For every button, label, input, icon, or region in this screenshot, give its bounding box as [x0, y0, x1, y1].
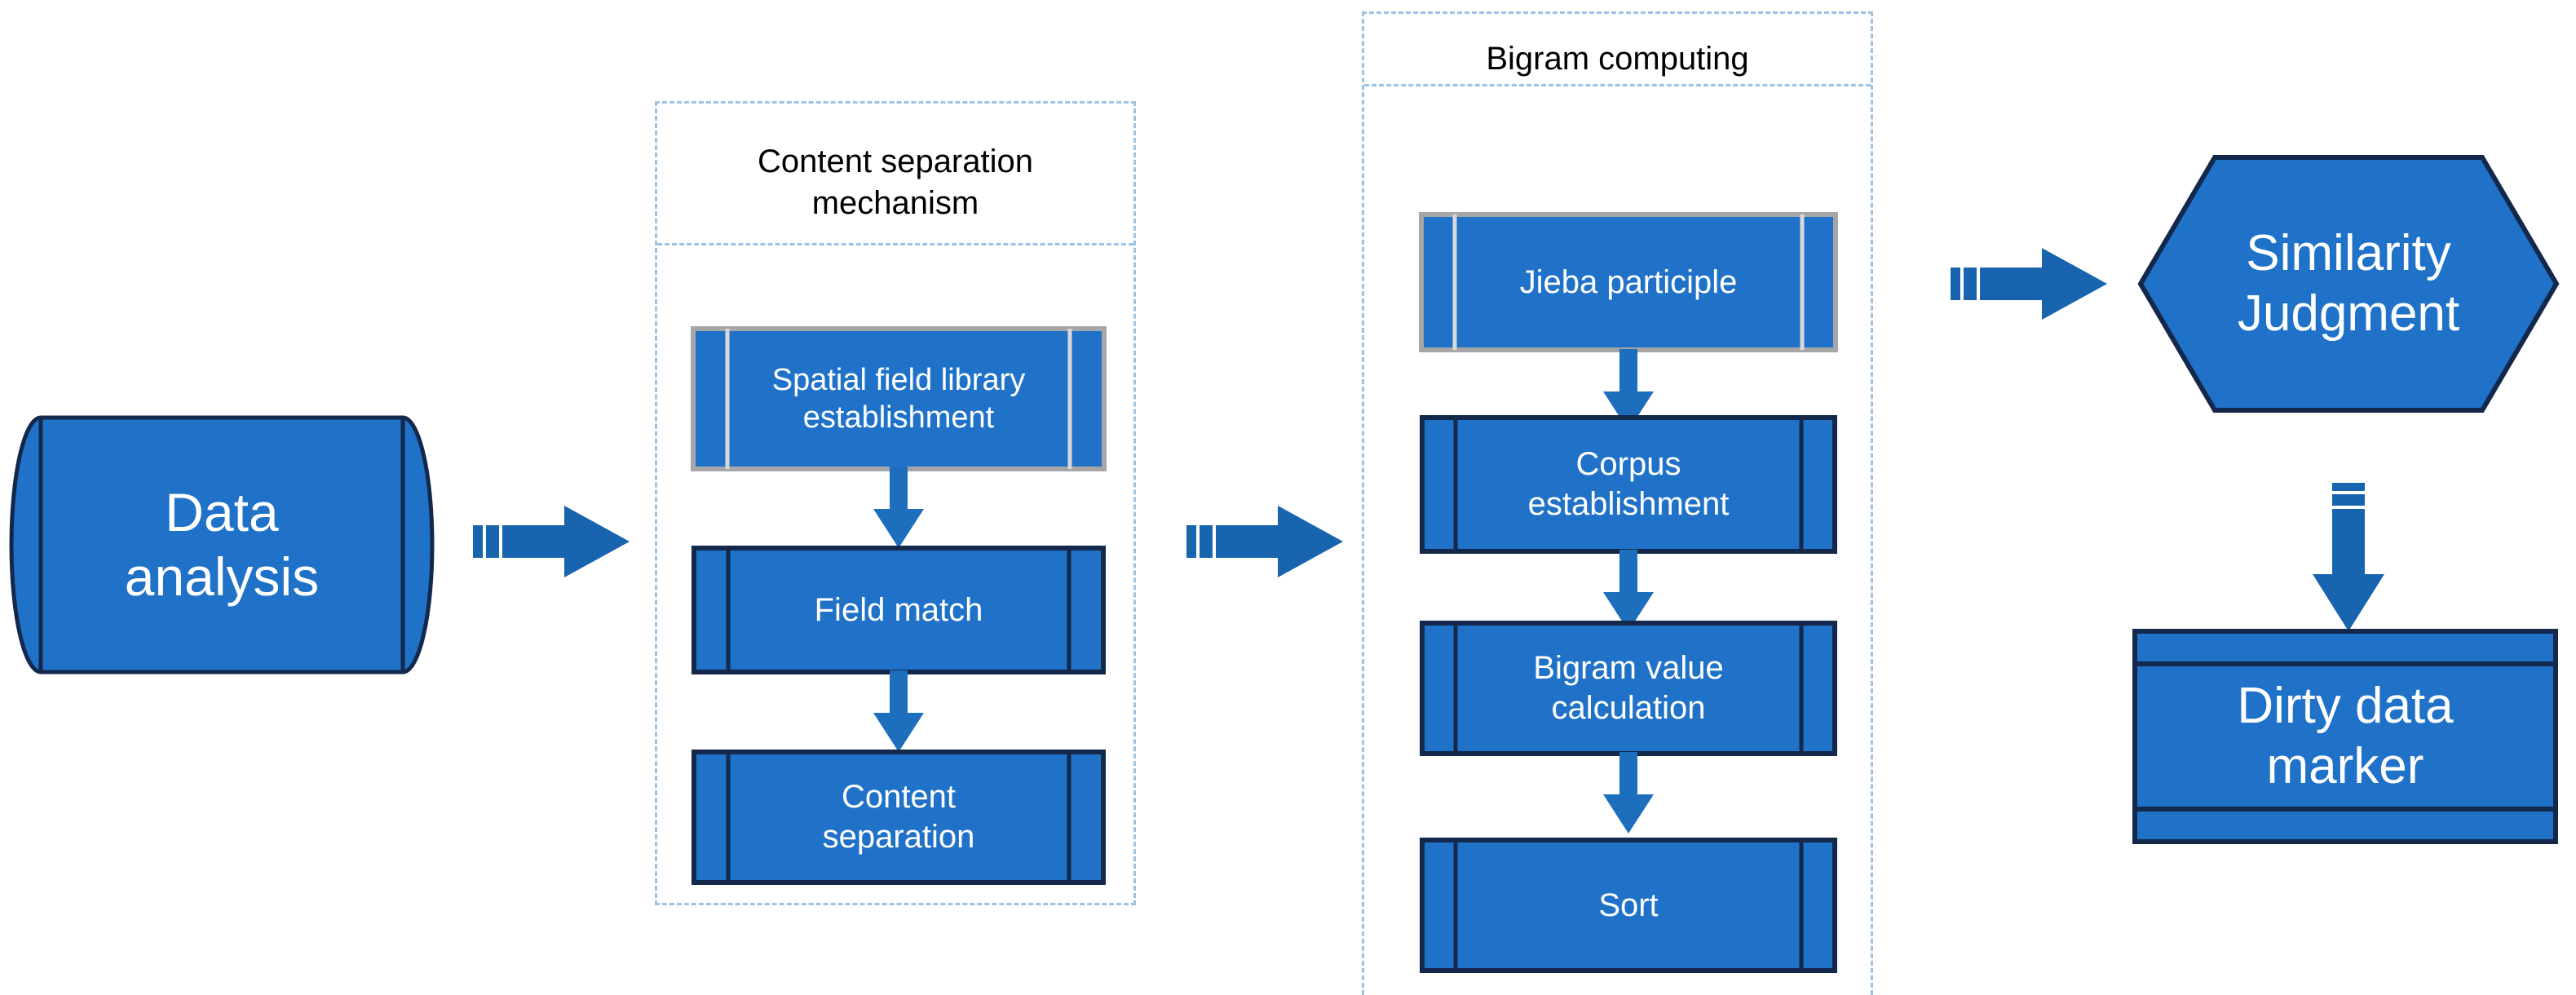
group-content-separation-mechanism-title: Content separation mechanism — [757, 144, 1033, 222]
arrow-bigram-value-to-sort — [1590, 752, 1667, 835]
node-data-analysis[interactable]: Data analysis — [9, 414, 435, 675]
block-arrow-content-separation-to-bigram — [1186, 502, 1346, 581]
block-arrow-bigram-to-similarity-judgment — [1951, 245, 2110, 323]
arrow-jieba-to-corpus — [1590, 349, 1667, 432]
arrow-corpus-to-bigram-value — [1590, 550, 1667, 633]
group-content-separation-mechanism-divider — [657, 243, 1133, 245]
group-content-separation-mechanism: Content separation mechanism — [655, 101, 1136, 905]
block-arrow-similarity-judgment-to-dirty-data-marker — [2308, 483, 2389, 635]
node-spatial-field-library[interactable]: Spatial field library establishment — [691, 326, 1107, 471]
block-arrow-data-analysis-to-content-separation — [473, 502, 633, 581]
node-bigram-value-calculation[interactable]: Bigram value calculation — [1419, 620, 1838, 757]
group-bigram-computing: Bigram computing — [1362, 11, 1873, 995]
node-dirty-data-marker[interactable]: Dirty data marker — [2132, 628, 2559, 845]
node-jieba-participle[interactable]: Jieba participle — [1419, 212, 1838, 352]
arrow-spatial-field-library-to-field-match — [860, 467, 937, 550]
node-field-match[interactable]: Field match — [691, 545, 1107, 675]
group-bigram-computing-divider — [1364, 84, 1871, 86]
node-sort[interactable]: Sort — [1419, 837, 1838, 974]
group-bigram-computing-title: Bigram computing — [1486, 41, 1749, 77]
node-content-separation[interactable]: Content separation — [691, 749, 1107, 886]
node-corpus-establishment[interactable]: Corpus establishment — [1419, 414, 1838, 555]
node-similarity-judgment[interactable]: Similarity Judgment — [2136, 153, 2561, 414]
arrow-field-match-to-content-separation — [860, 670, 937, 754]
